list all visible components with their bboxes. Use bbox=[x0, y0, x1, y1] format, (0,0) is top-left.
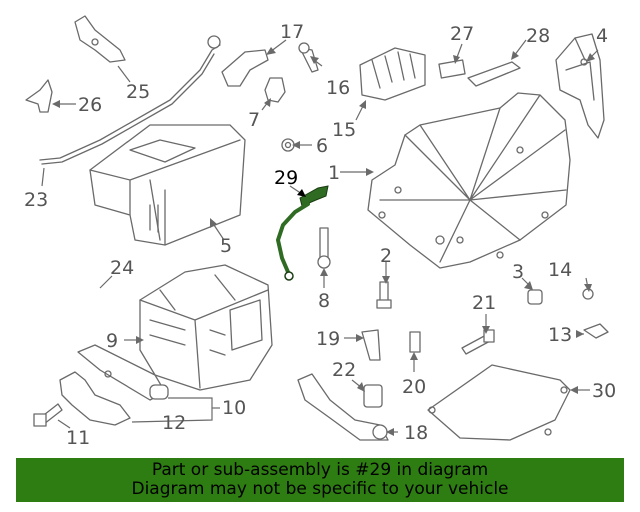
callout-20: 20 bbox=[402, 376, 426, 398]
callout-26: 26 bbox=[78, 94, 102, 116]
callout-28: 28 bbox=[526, 25, 550, 47]
callout-6: 6 bbox=[316, 135, 328, 157]
callout-13: 13 bbox=[548, 324, 572, 346]
part-1-shield bbox=[367, 92, 571, 269]
callout-29: 29 bbox=[274, 167, 298, 189]
parts-diagram: 1 2 3 4 5 6 7 8 9 10 11 12 13 14 15 16 1… bbox=[24, 15, 616, 449]
part-26-clip bbox=[25, 79, 53, 113]
callout-19: 19 bbox=[316, 328, 340, 350]
callout-3: 3 bbox=[512, 261, 524, 283]
part-info-banner: Part or sub-assembly is #29 in diagram D… bbox=[16, 458, 624, 502]
callout-2: 2 bbox=[380, 245, 392, 267]
callout-17: 17 bbox=[280, 21, 304, 43]
banner-line-2: Diagram may not be specific to your vehi… bbox=[131, 479, 509, 499]
part-29-highlighted bbox=[275, 185, 329, 281]
callout-7: 7 bbox=[248, 109, 260, 131]
callout-12: 12 bbox=[162, 412, 186, 434]
callout-27: 27 bbox=[450, 23, 474, 45]
part-15-module bbox=[359, 47, 426, 101]
part-28-strip bbox=[467, 61, 521, 87]
callout-4: 4 bbox=[596, 25, 608, 47]
callout-5: 5 bbox=[220, 235, 232, 257]
part-7-grommet bbox=[264, 77, 286, 103]
banner-line-1: Part or sub-assembly is #29 in diagram bbox=[151, 460, 489, 480]
callout-18: 18 bbox=[404, 422, 428, 444]
callout-14: 14 bbox=[548, 259, 572, 281]
callout-10: 10 bbox=[222, 397, 246, 419]
part-25-bracket bbox=[74, 15, 126, 63]
part-27-block bbox=[438, 59, 466, 79]
callout-8: 8 bbox=[318, 290, 330, 312]
part-22-cap bbox=[363, 384, 383, 408]
part-8-bolt bbox=[317, 227, 331, 269]
part-19-clip bbox=[361, 329, 381, 361]
part-23-rod bbox=[39, 35, 221, 165]
part-17-bracket bbox=[221, 49, 269, 87]
callout-21: 21 bbox=[472, 292, 496, 314]
callout-1: 1 bbox=[328, 162, 340, 184]
part-16-bolt bbox=[298, 42, 319, 73]
part-18-bracket bbox=[297, 373, 389, 441]
part-11-bolt bbox=[33, 403, 63, 427]
part-21-bolt bbox=[461, 329, 495, 355]
part-2-bolt bbox=[376, 281, 392, 309]
callout-11: 11 bbox=[66, 427, 90, 449]
callout-labels: 1 2 3 4 5 6 7 8 9 10 11 12 13 14 15 16 1… bbox=[24, 21, 616, 449]
part-14-clip bbox=[582, 288, 594, 300]
part-13-clip bbox=[583, 323, 609, 339]
leader-lines bbox=[41, 39, 599, 436]
part-12-bracket bbox=[59, 344, 169, 426]
part-5-box bbox=[89, 124, 246, 246]
part-3-nut bbox=[527, 289, 543, 305]
callout-25: 25 bbox=[126, 81, 150, 103]
callout-9: 9 bbox=[106, 330, 118, 352]
callout-23: 23 bbox=[24, 189, 48, 211]
part-20-clip bbox=[409, 331, 421, 353]
callout-22: 22 bbox=[332, 359, 356, 381]
callout-24: 24 bbox=[110, 257, 134, 279]
callout-30: 30 bbox=[592, 380, 616, 402]
callout-16: 16 bbox=[326, 77, 350, 99]
part-9-unit bbox=[139, 264, 273, 391]
part-30-plate bbox=[427, 364, 571, 441]
callout-15: 15 bbox=[332, 119, 356, 141]
